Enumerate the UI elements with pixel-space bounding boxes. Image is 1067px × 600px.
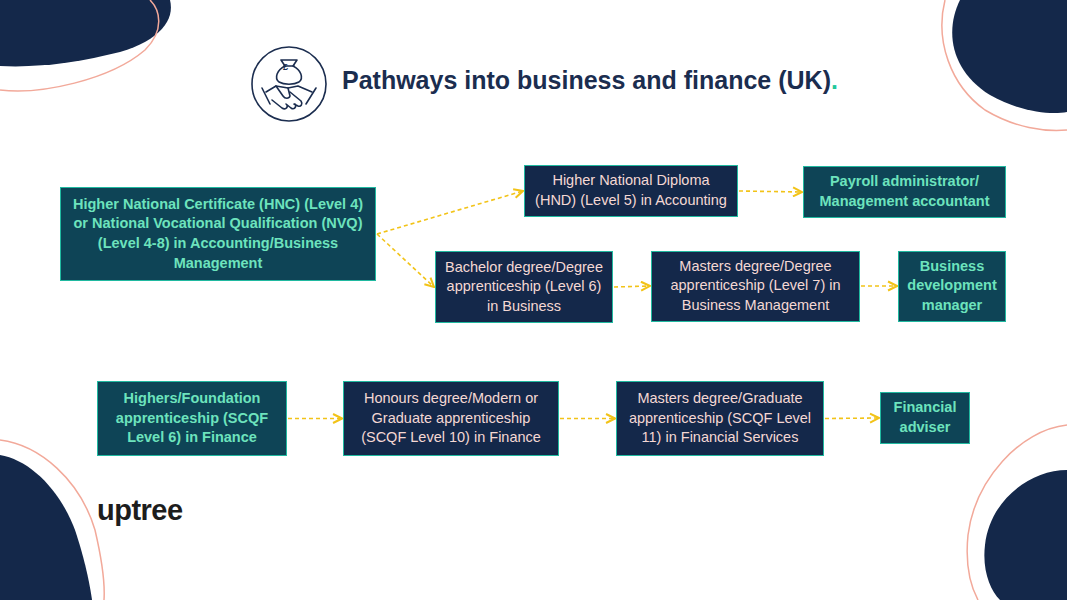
outcome-box: Business development manager (898, 251, 1006, 322)
corner-blob (0, 455, 92, 600)
dashed-arrow (614, 286, 650, 287)
qualification-box: Bachelor degree/Degree apprenticeship (L… (435, 251, 613, 323)
qualification-box: Honours degree/Modern or Graduate appren… (343, 381, 559, 456)
dashed-arrow (377, 234, 434, 287)
box-text: Payroll administrator/ Management accoun… (810, 172, 999, 211)
corner-blob (984, 470, 1067, 600)
box-text: Financial adviser (887, 398, 963, 437)
currency-symbol: £ (283, 62, 288, 72)
corner-outline (0, 440, 104, 600)
dashed-arrow (377, 191, 523, 234)
qualification-box: Higher National Diploma (HND) (Level 5) … (524, 165, 738, 217)
outcome-box: Higher National Certificate (HNC) (Level… (60, 187, 376, 281)
box-text: Bachelor degree/Degree apprenticeship (L… (442, 258, 606, 317)
box-text: Highers/Foundation apprenticeship (SCQF … (104, 389, 280, 448)
dashed-arrow (825, 417, 879, 419)
corner-outline (942, 0, 1067, 130)
dashed-arrow (861, 285, 897, 287)
corner-blob (0, 0, 171, 66)
handshake-icon (252, 47, 326, 121)
box-text: Higher National Certificate (HNC) (Level… (67, 195, 369, 273)
dashed-arrow (288, 418, 342, 420)
corner-outline (0, 0, 159, 91)
box-text: Honours degree/Modern or Graduate appren… (350, 389, 552, 448)
outcome-box: Highers/Foundation apprenticeship (SCQF … (97, 381, 287, 456)
corner-outline (967, 425, 1067, 600)
box-text: Higher National Diploma (HND) (Level 5) … (531, 171, 731, 210)
qualification-box: Masters degree/Graduate apprenticeship (… (616, 381, 824, 456)
dashed-arrow (560, 418, 615, 420)
qualification-box: Masters degree/Degree apprenticeship (Le… (651, 251, 860, 322)
box-text: Business development manager (905, 257, 999, 316)
box-text: Masters degree/Degree apprenticeship (Le… (658, 257, 853, 316)
outcome-box: Payroll administrator/ Management accoun… (803, 166, 1006, 218)
title: Pathways into business and finance (UK). (342, 66, 838, 95)
brand-logo: uptree (97, 494, 183, 527)
box-text: Masters degree/Graduate apprenticeship (… (623, 389, 817, 448)
outcome-box: Financial adviser (880, 392, 970, 444)
dashed-arrow (739, 191, 802, 192)
